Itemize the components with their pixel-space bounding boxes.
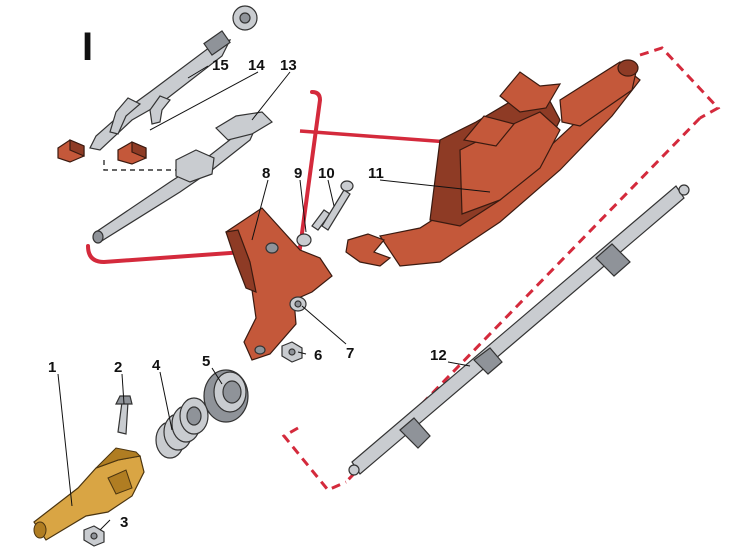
label-8: 8 <box>262 165 270 182</box>
part-7-washer <box>289 296 307 312</box>
part-13-lower-shaft <box>92 111 273 244</box>
part-5-bushing <box>203 369 249 423</box>
part-9-bolt <box>296 209 331 247</box>
part-4-spring <box>155 397 209 459</box>
label-9: 9 <box>294 165 302 182</box>
part-10-bolt <box>321 180 354 231</box>
detail-callout <box>86 90 463 265</box>
label-7: 7 <box>346 345 354 362</box>
label-5: 5 <box>202 353 210 370</box>
part-nut-top <box>232 5 258 31</box>
part-11-column-housing <box>345 59 641 267</box>
label-6: 6 <box>314 347 322 364</box>
part-3-nut <box>83 525 105 547</box>
label-1: 1 <box>48 359 56 376</box>
label-12: 12 <box>430 347 447 364</box>
label-3: 3 <box>120 514 128 531</box>
part-8-bracket <box>225 207 333 361</box>
detail-mark: I <box>82 25 93 69</box>
label-2: 2 <box>114 359 122 376</box>
part-6-nut <box>281 341 303 363</box>
part-1-universal-joint <box>33 447 145 541</box>
label-13: 13 <box>280 57 297 74</box>
label-10: 10 <box>318 165 335 182</box>
part-15-intermediate-shaft <box>57 30 232 163</box>
label-4: 4 <box>152 357 161 374</box>
part-12-steering-shaft <box>348 184 690 476</box>
label-15: 15 <box>212 57 229 74</box>
part-14-bushing <box>103 141 176 171</box>
label-14: 14 <box>248 57 265 74</box>
leader-lines <box>57 65 491 531</box>
label-11: 11 <box>368 165 384 182</box>
